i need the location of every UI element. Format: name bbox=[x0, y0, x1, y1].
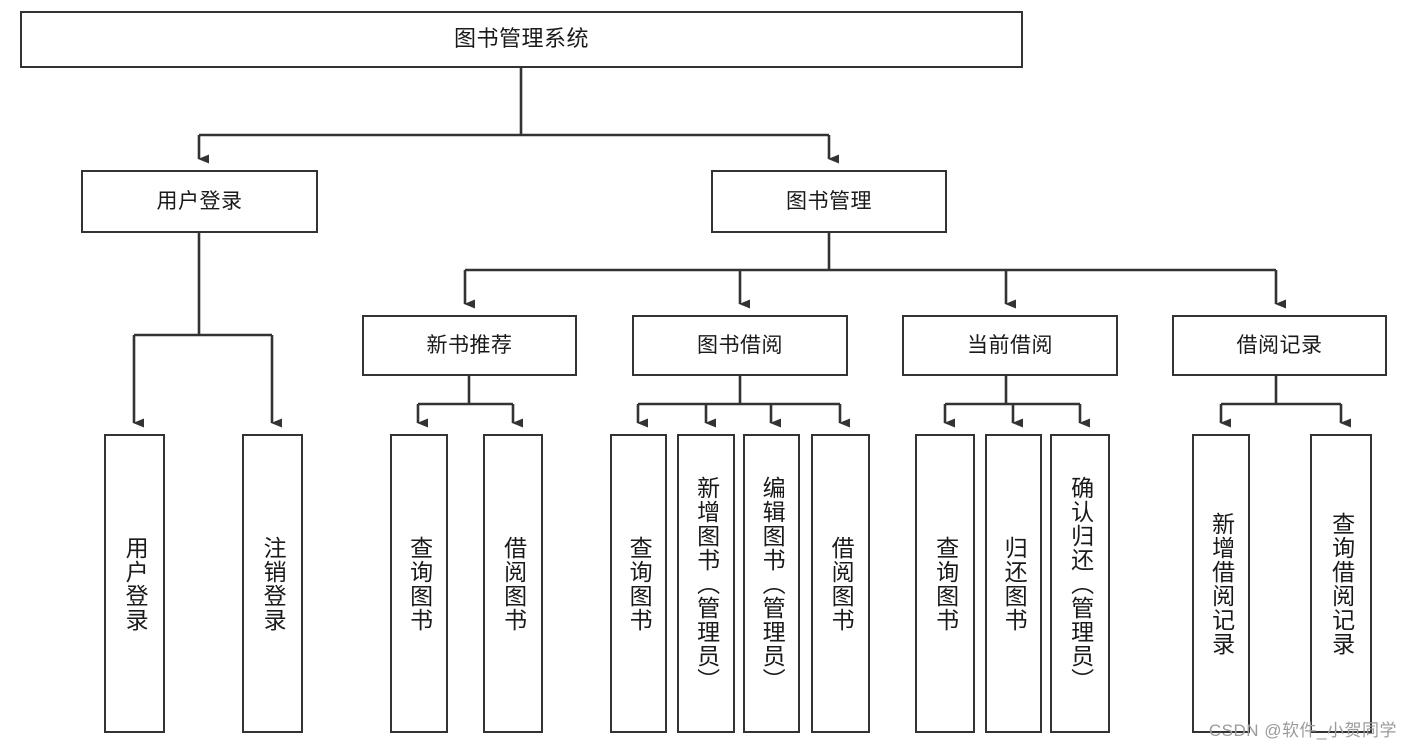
node-leaf-query-record-label: 查询借阅记录 bbox=[1328, 511, 1355, 656]
node-leaf-return-book-label: 归还图书 bbox=[1001, 535, 1028, 632]
node-book-borrow[interactable]: 图书借阅 bbox=[632, 315, 848, 376]
node-leaf-edit-book-label: 编辑图书（管理员） bbox=[759, 475, 786, 692]
node-new-book-recommend-label: 新书推荐 bbox=[426, 333, 513, 357]
node-leaf-user-login[interactable]: 用户登录 bbox=[104, 434, 165, 733]
node-leaf-query-record[interactable]: 查询借阅记录 bbox=[1310, 434, 1372, 733]
node-user-login[interactable]: 用户登录 bbox=[81, 170, 318, 233]
node-leaf-confirm-return-label: 确认归还（管理员） bbox=[1067, 475, 1094, 692]
node-root-label: 图书管理系统 bbox=[453, 26, 589, 52]
node-leaf-query-book-3[interactable]: 查询图书 bbox=[915, 434, 975, 733]
node-book-manage[interactable]: 图书管理 bbox=[711, 170, 947, 233]
node-user-login-label: 用户登录 bbox=[156, 189, 243, 213]
node-borrow-record-label: 借阅记录 bbox=[1236, 333, 1323, 357]
node-leaf-borrow-book-2-label: 借阅图书 bbox=[828, 535, 855, 632]
node-current-borrow-label: 当前借阅 bbox=[967, 333, 1053, 357]
node-root[interactable]: 图书管理系统 bbox=[20, 11, 1023, 68]
node-current-borrow[interactable]: 当前借阅 bbox=[902, 315, 1118, 376]
node-leaf-add-book[interactable]: 新增图书（管理员） bbox=[677, 434, 735, 733]
node-leaf-edit-book[interactable]: 编辑图书（管理员） bbox=[743, 434, 800, 733]
node-leaf-return-book[interactable]: 归还图书 bbox=[985, 434, 1042, 733]
node-leaf-add-record-label: 新增借阅记录 bbox=[1208, 511, 1235, 656]
node-leaf-query-book-2-label: 查询图书 bbox=[626, 535, 653, 632]
node-leaf-logout-login[interactable]: 注销登录 bbox=[242, 434, 303, 733]
node-book-manage-label: 图书管理 bbox=[786, 189, 872, 213]
node-leaf-add-record[interactable]: 新增借阅记录 bbox=[1192, 434, 1250, 733]
node-leaf-query-book-1[interactable]: 查询图书 bbox=[390, 434, 448, 733]
node-leaf-user-login-label: 用户登录 bbox=[122, 535, 149, 632]
node-leaf-query-book-3-label: 查询图书 bbox=[932, 535, 959, 632]
node-leaf-borrow-book-1-label: 借阅图书 bbox=[500, 535, 527, 632]
node-leaf-query-book-2[interactable]: 查询图书 bbox=[610, 434, 667, 733]
node-leaf-logout-login-label: 注销登录 bbox=[260, 535, 287, 632]
watermark: CSDN @软件_小贺同学 bbox=[1208, 721, 1397, 740]
node-book-borrow-label: 图书借阅 bbox=[697, 333, 783, 357]
node-leaf-add-book-label: 新增图书（管理员） bbox=[693, 475, 720, 692]
node-leaf-query-book-1-label: 查询图书 bbox=[406, 535, 433, 632]
node-new-book-recommend[interactable]: 新书推荐 bbox=[362, 315, 577, 376]
node-leaf-confirm-return[interactable]: 确认归还（管理员） bbox=[1050, 434, 1110, 733]
node-leaf-borrow-book-2[interactable]: 借阅图书 bbox=[811, 434, 870, 733]
node-borrow-record[interactable]: 借阅记录 bbox=[1172, 315, 1387, 376]
node-leaf-borrow-book-1[interactable]: 借阅图书 bbox=[483, 434, 543, 733]
